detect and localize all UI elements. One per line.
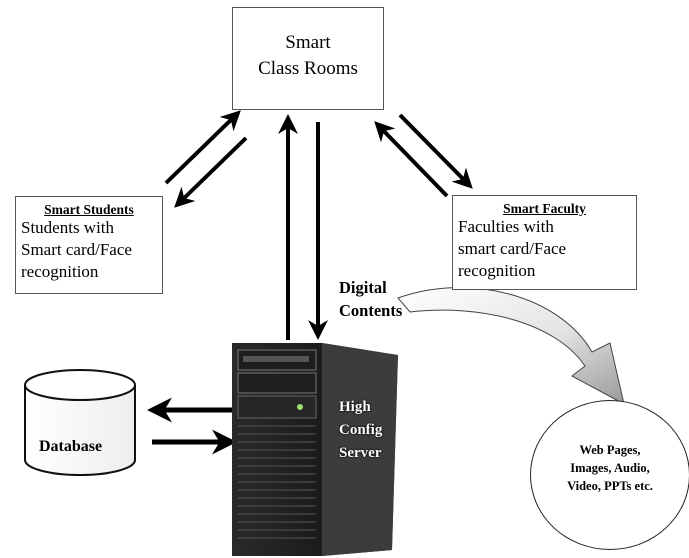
arrow-faculty-to-classroom [374, 121, 449, 198]
digital-contents-line1: Digital [339, 278, 387, 297]
smart-faculty-title: Smart Faculty [503, 201, 586, 216]
smart-class-rooms-line2: Class Rooms [258, 58, 358, 79]
web-content-circle: Web Pages, Images, Audio, Video, PPTs et… [530, 400, 689, 550]
digital-contents-line2: Contents [339, 301, 403, 320]
digital-contents-label: Digital Contents [339, 276, 402, 322]
smart-faculty-line: recognition [458, 261, 536, 280]
smart-students-title: Smart Students [44, 202, 134, 217]
web-content-line: Web Pages, [579, 443, 641, 457]
smart-students-line: Students with [21, 218, 115, 237]
smart-students-line: Smart card/Face [21, 240, 132, 259]
web-content-line: Images, Audio, [570, 461, 650, 475]
smart-class-rooms-box: Smart Class Rooms [232, 7, 384, 110]
web-content-line: Video, PPTs etc. [567, 479, 653, 493]
smart-students-line: recognition [21, 262, 99, 281]
server-label-line3: Server [339, 445, 382, 461]
arrow-classroom-to-students [174, 136, 248, 208]
smart-faculty-box: Smart Faculty Faculties with smart card/… [452, 195, 637, 290]
smart-class-rooms-line1: Smart [285, 32, 331, 53]
server-label-line1: High [339, 399, 371, 415]
arrow-classroom-to-faculty [398, 113, 473, 189]
smart-faculty-line: Faculties with [458, 217, 554, 236]
smart-faculty-line: smart card/Face [458, 239, 567, 258]
server-label: High Config Server [339, 396, 382, 465]
database-label: Database [39, 438, 103, 455]
server-label-line2: Config [339, 422, 383, 438]
digital-contents-curved-arrow [397, 287, 625, 405]
server-icon [232, 343, 398, 556]
smart-students-box: Smart Students Students with Smart card/… [15, 196, 163, 294]
web-content-text: Web Pages, Images, Audio, Video, PPTs et… [531, 441, 689, 495]
arrow-students-to-classroom [164, 110, 241, 185]
database-icon [24, 369, 136, 476]
